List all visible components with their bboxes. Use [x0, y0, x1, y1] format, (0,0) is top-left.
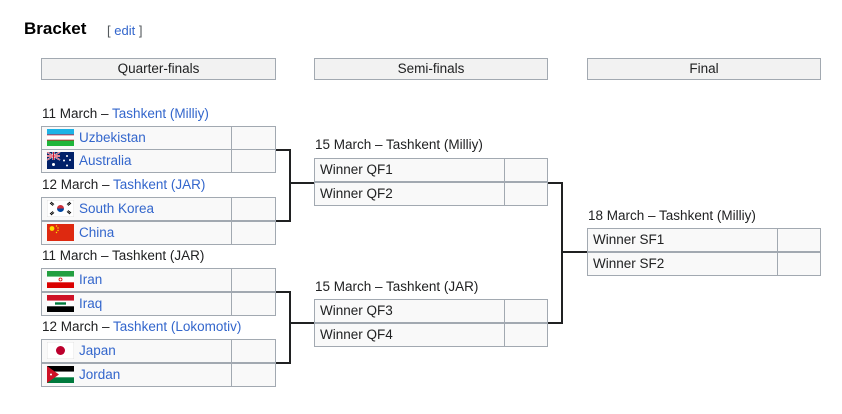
round-header-semi-finals: Semi-finals — [314, 58, 548, 80]
qf4-team-1-score — [231, 339, 276, 363]
section-title: Bracket — [24, 19, 87, 38]
qf3-team-2: Iraq — [41, 292, 232, 316]
qf1-team-2: Australia — [41, 149, 232, 173]
sf1-match-info: 15 March – Tashkent (Milliy) — [315, 137, 483, 152]
sf1-team-2-score — [504, 182, 548, 206]
qf4-team-1-link[interactable]: Japan — [79, 343, 116, 358]
qf2-team-2-link[interactable]: China — [79, 225, 115, 240]
qf2-match-info: 12 March – Tashkent (JAR) — [42, 177, 206, 192]
round-header-final: Final — [587, 58, 821, 80]
connector-sf1-in — [290, 182, 314, 184]
qf4-team-2-score — [231, 363, 276, 387]
connector-sf-vertical — [561, 182, 563, 324]
qf4-venue-link[interactable]: Tashkent (Lokomotiv) — [113, 319, 242, 334]
australia-flag-icon — [47, 152, 74, 169]
qf1-team-2-link[interactable]: Australia — [79, 153, 132, 168]
connector-qf4 — [276, 362, 290, 364]
qf3-venue: Tashkent (JAR) — [112, 248, 205, 263]
uzbekistan-flag-icon — [47, 129, 74, 146]
connector-sf2-in — [290, 322, 314, 324]
qf3-team-2-link[interactable]: Iraq — [79, 296, 103, 311]
sf2-venue: Tashkent (JAR) — [386, 279, 479, 294]
japan-flag-icon — [47, 342, 74, 359]
edit-section-link[interactable]: edit — [114, 23, 136, 38]
sf1-team-1: Winner QF1 — [314, 158, 505, 182]
sf2-team-2: Winner QF4 — [314, 323, 505, 347]
sf1-team-2: Winner QF2 — [314, 182, 505, 206]
sf1-venue: Tashkent (Milliy) — [386, 137, 483, 152]
final-team-2: Winner SF2 — [587, 252, 778, 276]
qf4-team-2-link[interactable]: Jordan — [79, 367, 121, 382]
edit-section-link-wrapper: [ edit ] — [107, 23, 143, 38]
connector-qf2 — [276, 220, 290, 222]
qf3-team-1-link[interactable]: Iran — [79, 272, 103, 287]
china-flag-icon — [47, 224, 74, 241]
round-header-quarter-finals: Quarter-finals — [41, 58, 276, 80]
qf4-team-1: Japan — [41, 339, 232, 363]
qf3-team-2-score — [231, 292, 276, 316]
connector-qf1 — [276, 149, 290, 151]
qf1-match-info: 11 March – Tashkent (Milliy) — [42, 106, 209, 121]
qf3-match-info: 11 March – Tashkent (JAR) — [42, 248, 205, 263]
qf2-venue-link[interactable]: Tashkent (JAR) — [113, 177, 206, 192]
qf2-team-1: South Korea — [41, 197, 232, 221]
sf2-match-info: 15 March – Tashkent (JAR) — [315, 279, 479, 294]
sf2-team-1: Winner QF3 — [314, 299, 505, 323]
iran-flag-icon — [47, 271, 74, 288]
connector-qf3 — [276, 291, 290, 293]
qf1-team-2-score — [231, 149, 276, 173]
qf1-team-1-score — [231, 126, 276, 150]
connector-qf34-vertical — [289, 291, 291, 364]
connector-qf12-vertical — [289, 149, 291, 222]
qf4-team-2: Jordan — [41, 363, 232, 387]
connector-final-in — [562, 251, 587, 253]
qf2-team-1-link[interactable]: South Korea — [79, 201, 155, 216]
qf1-team-1: Uzbekistan — [41, 126, 232, 150]
qf2-team-2-score — [231, 221, 276, 245]
final-team-1: Winner SF1 — [587, 228, 778, 252]
iraq-flag-icon — [47, 295, 74, 312]
qf2-team-1-score — [231, 197, 276, 221]
connector-sf1 — [548, 182, 562, 184]
jordan-flag-icon — [47, 366, 74, 383]
qf3-team-1-score — [231, 268, 276, 292]
sf2-team-2-score — [504, 323, 548, 347]
qf4-match-info: 12 March – Tashkent (Lokomotiv) — [42, 319, 242, 334]
final-match-info: 18 March – Tashkent (Milliy) — [588, 208, 756, 223]
sf2-team-1-score — [504, 299, 548, 323]
final-team-2-score — [777, 252, 821, 276]
qf3-team-1: Iran — [41, 268, 232, 292]
qf1-venue-link[interactable]: Tashkent (Milliy) — [112, 106, 209, 121]
connector-sf2 — [548, 322, 562, 324]
sf1-team-1-score — [504, 158, 548, 182]
south-korea-flag-icon — [47, 200, 74, 217]
qf1-team-1-link[interactable]: Uzbekistan — [79, 130, 146, 145]
final-team-1-score — [777, 228, 821, 252]
final-venue: Tashkent (Milliy) — [659, 208, 756, 223]
qf2-team-2: China — [41, 221, 232, 245]
